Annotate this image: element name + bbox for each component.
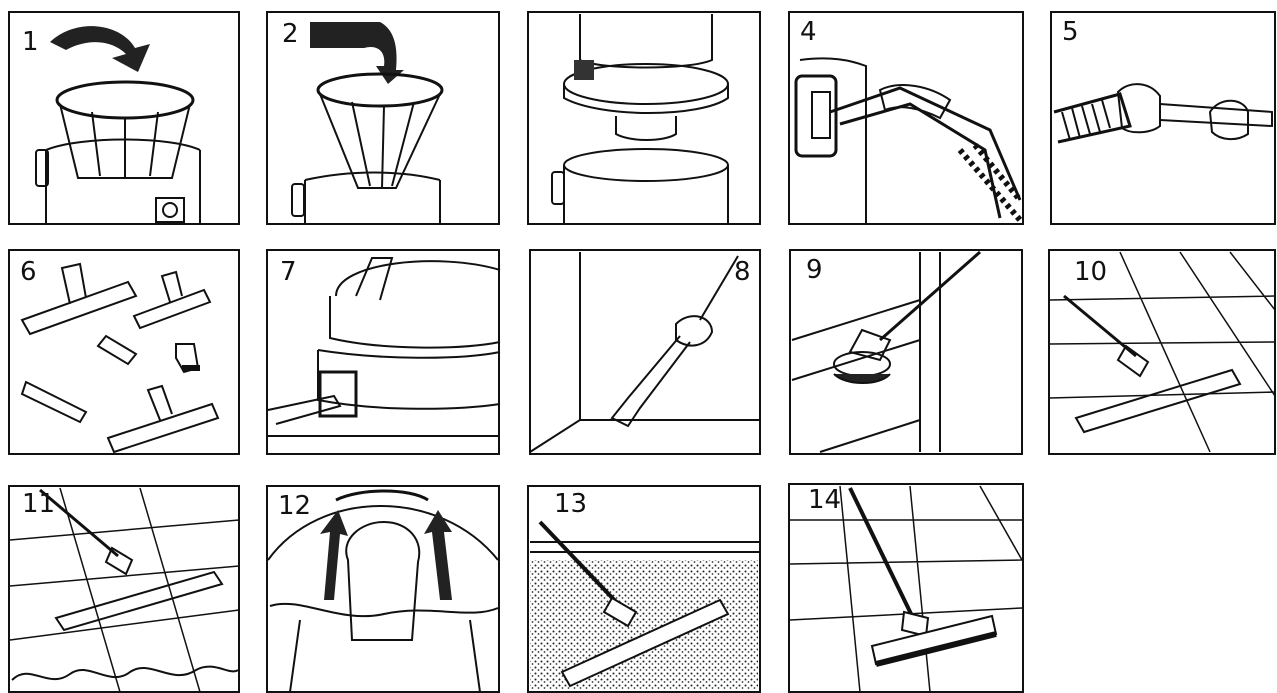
panel-6-label: 6 <box>20 257 37 287</box>
panel-12-label: 12 <box>278 491 311 521</box>
panel-3 <box>528 12 760 224</box>
panel-1: 1 <box>9 12 239 224</box>
panel-14-frame <box>789 484 1023 692</box>
panel-9: 9 <box>790 250 1022 454</box>
panel-9-frame <box>790 250 1022 454</box>
panel-10: 10 <box>1049 250 1275 454</box>
panel-2: 2 <box>267 12 499 224</box>
panel-4-label: 4 <box>800 17 817 47</box>
panel-2-label: 2 <box>282 19 299 49</box>
panel-5-label: 5 <box>1062 17 1079 47</box>
panel-6: 6 <box>9 250 239 454</box>
panel-8-label: 8 <box>734 257 751 287</box>
panel-7-frame <box>267 250 499 454</box>
panel-13-label: 13 <box>554 489 587 519</box>
panel-7: 7 <box>267 250 500 454</box>
panel-10-label: 10 <box>1074 257 1107 287</box>
panel-8: 8 <box>530 250 760 454</box>
panel-8-frame <box>530 250 760 454</box>
panel-11: 11 <box>9 486 239 692</box>
panel-11-label: 11 <box>22 489 55 519</box>
panel-14-label: 14 <box>808 485 841 515</box>
panel-12: 12 <box>267 486 499 692</box>
panel-4: 4 <box>789 12 1023 224</box>
panel-5: 5 <box>1051 12 1275 224</box>
panel-9-label: 9 <box>806 255 823 285</box>
panel-3-frame <box>528 12 760 224</box>
panel-7-label: 7 <box>280 257 297 287</box>
panel-1-label: 1 <box>22 27 39 57</box>
panel-4-frame <box>789 12 1023 224</box>
panel-14: 14 <box>789 484 1023 692</box>
panel-13: 13 <box>528 486 760 692</box>
